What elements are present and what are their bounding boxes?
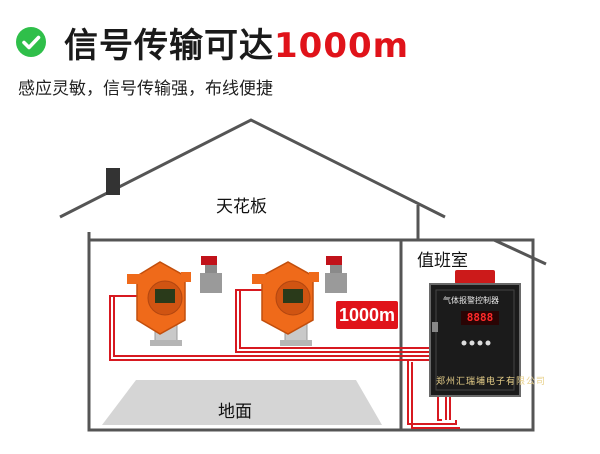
controller-display: 8888 xyxy=(461,311,499,325)
alarm-controller xyxy=(429,270,521,397)
chimney xyxy=(106,168,120,195)
controller-footer: 郑州汇瑞埔电子有限公司 xyxy=(436,377,547,387)
floor-plane xyxy=(102,380,382,425)
ceiling-label: 天花板 xyxy=(216,197,267,217)
distance-badge: 1000m xyxy=(336,301,398,329)
page-subtitle: 感应灵敏，信号传输强，布线便捷 xyxy=(18,79,273,99)
duty-room xyxy=(399,238,535,432)
duty-room-label: 值班室 xyxy=(417,251,468,271)
page-title: 信号传输可达1000m xyxy=(64,26,410,66)
gas-detector-2 xyxy=(252,256,347,346)
title-accent: 1000m xyxy=(274,26,410,66)
controller-title: 气体报警控制器 xyxy=(443,296,499,305)
floor-label: 地面 xyxy=(218,402,252,422)
header: 信号传输可达1000m 感应灵敏，信号传输强，布线便捷 xyxy=(0,0,600,110)
check-circle-icon xyxy=(16,27,46,57)
gas-detector-1 xyxy=(127,256,222,346)
